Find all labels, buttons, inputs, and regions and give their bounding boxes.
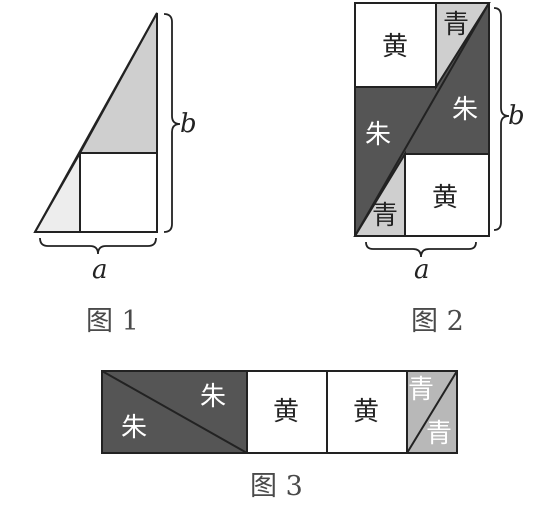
fig3-label-red-bottom: 朱 [121,413,147,443]
figure-3: 朱 朱 黄 黄 青 青 图 3 [101,370,458,502]
fig2-cyan-top [435,2,491,91]
fig1-caption: 图 1 [86,306,139,337]
fig2-brace-b [493,7,510,231]
fig1-square [79,152,158,233]
fig3-red-diagonal [101,370,248,454]
fig3-label-red-top: 朱 [200,382,226,412]
fig2-caption: 图 2 [411,306,464,337]
fig3-yellow-2 [326,370,408,454]
fig3-label-cyan-bottom: 青 [426,419,452,449]
fig2-label-a: a [414,255,430,285]
fig2-label-b: b [508,101,525,131]
fig1-hypotenuse [34,12,158,233]
fig2-label-cyan-bottom: 青 [372,201,398,231]
fig1-label-b: b [180,109,197,139]
fig1-brace-b [163,13,181,233]
fig1-brace-a [39,237,157,255]
fig3-label-cyan-top: 青 [408,375,434,405]
fig3-label-yellow-2: 黄 [353,397,379,427]
figure-1: a b 图 1 [33,12,197,337]
fig3-cyan-diagonal [406,370,458,454]
fig2-brace-a [365,241,477,258]
fig2-label-cyan-top: 青 [443,10,469,40]
fig2-label-yellow-bottom: 黄 [432,183,458,213]
figure-2: 黄 青 朱 朱 青 黄 a b 图 2 [353,2,525,337]
fig2-label-yellow-top: 黄 [382,32,408,62]
fig2-yellow-bottom [404,153,490,237]
fig3-yellow-1 [246,370,328,454]
fig1-label-a: a [92,255,108,285]
fig2-label-red-left: 朱 [365,120,391,150]
fig2-label-red-right: 朱 [452,95,478,125]
fig3-label-yellow-1: 黄 [273,397,299,427]
fig3-caption: 图 3 [250,471,303,502]
fig2-diagonal [354,2,490,237]
